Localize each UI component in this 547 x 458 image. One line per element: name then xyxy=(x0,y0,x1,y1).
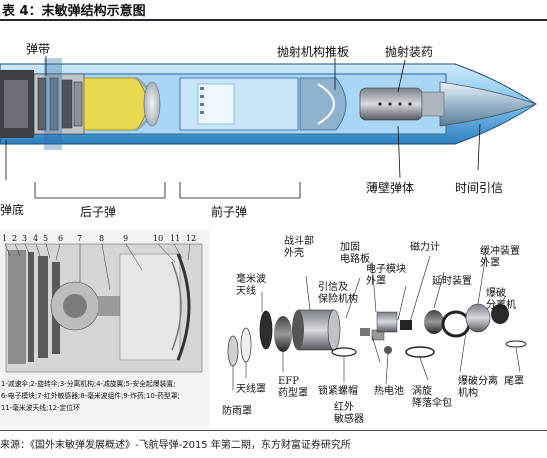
num-7: 7 xyxy=(77,234,82,243)
num-11: 11 xyxy=(170,234,180,243)
label-shijian-yinxin: 时间引信 xyxy=(455,181,503,195)
num-2: 2 xyxy=(12,234,17,243)
label-huanchong: 缓冲装置外罩 xyxy=(480,244,520,269)
label-baopo-jigou: 爆破分离机构 xyxy=(458,374,498,399)
num-8: 8 xyxy=(99,234,104,243)
label-woliu: 涡旋降落伞包 xyxy=(412,384,452,409)
num-3: 3 xyxy=(22,234,27,243)
title-rule xyxy=(0,19,547,21)
label-jiagu: 加固电路板 xyxy=(340,241,370,265)
label-haomibo: 毫米波天线 xyxy=(236,272,266,297)
label-houzidan: 后子弹 xyxy=(80,205,116,219)
label-paoshe-tuiban: 抛射机构推板 xyxy=(277,44,349,59)
num-10: 10 xyxy=(153,234,163,243)
label-cilijian: 磁力计 xyxy=(410,240,440,253)
figure-title: 表 4：末敏弹结构示意图 xyxy=(2,4,146,19)
label-fangyuzhao: 防雨罩 xyxy=(222,404,252,417)
label-suojin: 锁紧螺帽 xyxy=(318,384,358,397)
label-baobi-danti: 薄壁弹体 xyxy=(366,180,414,195)
num-5: 5 xyxy=(43,234,48,243)
num-6: 6 xyxy=(58,234,63,243)
label-dandai: 弹带 xyxy=(26,42,50,56)
num-4: 4 xyxy=(33,234,38,243)
label-hongwai: 红外敏感器 xyxy=(334,400,364,425)
label-paoshe-zhuangyao: 抛射装药 xyxy=(385,44,433,59)
source-note: 来源：《国外末敏弹发展概述》-飞航导弹-2015 年第二期，东方财富证券研究所 xyxy=(0,440,351,451)
label-zhandoubu: 战斗部外壳 xyxy=(284,234,314,259)
label-dandi: 弹底 xyxy=(0,202,24,217)
exploded-view xyxy=(227,253,527,390)
legend-line-3: 11-毫米波天线;12-定位环 xyxy=(1,403,80,412)
label-qianzidan: 前子弹 xyxy=(211,204,247,219)
label-yinxin-baoxian: 引信及保险机构 xyxy=(318,281,358,305)
label-yanshi: 延时装置 xyxy=(432,274,472,287)
num-1: 1 xyxy=(2,234,7,243)
projectile-cutaway xyxy=(0,56,538,199)
submunition-section-drawing xyxy=(0,230,210,428)
legend-line-2: 6-电子模块;7-红外敏感器;8-毫米波组件;9-炸药;10-药型罩; xyxy=(1,391,180,400)
num-12: 12 xyxy=(186,234,196,243)
section-numbers: 1 2 3 4 5 6 7 8 9 10 11 12 xyxy=(2,234,196,243)
label-dianzi-mokuai: 电子模块外罩 xyxy=(366,262,406,287)
label-refeng: 热电池 xyxy=(374,384,404,397)
source-rule xyxy=(0,430,547,431)
num-9: 9 xyxy=(123,234,128,243)
label-tianxianzhao: 天线罩 xyxy=(236,382,266,395)
legend-line-1: 1-减速伞;2-旋转伞;3-分离机构;4-减旋翼;5-安全起爆装置; xyxy=(1,379,175,388)
label-baopo-fenli: 爆破分离机 xyxy=(486,286,516,311)
label-weizhao: 尾罩 xyxy=(504,375,524,387)
